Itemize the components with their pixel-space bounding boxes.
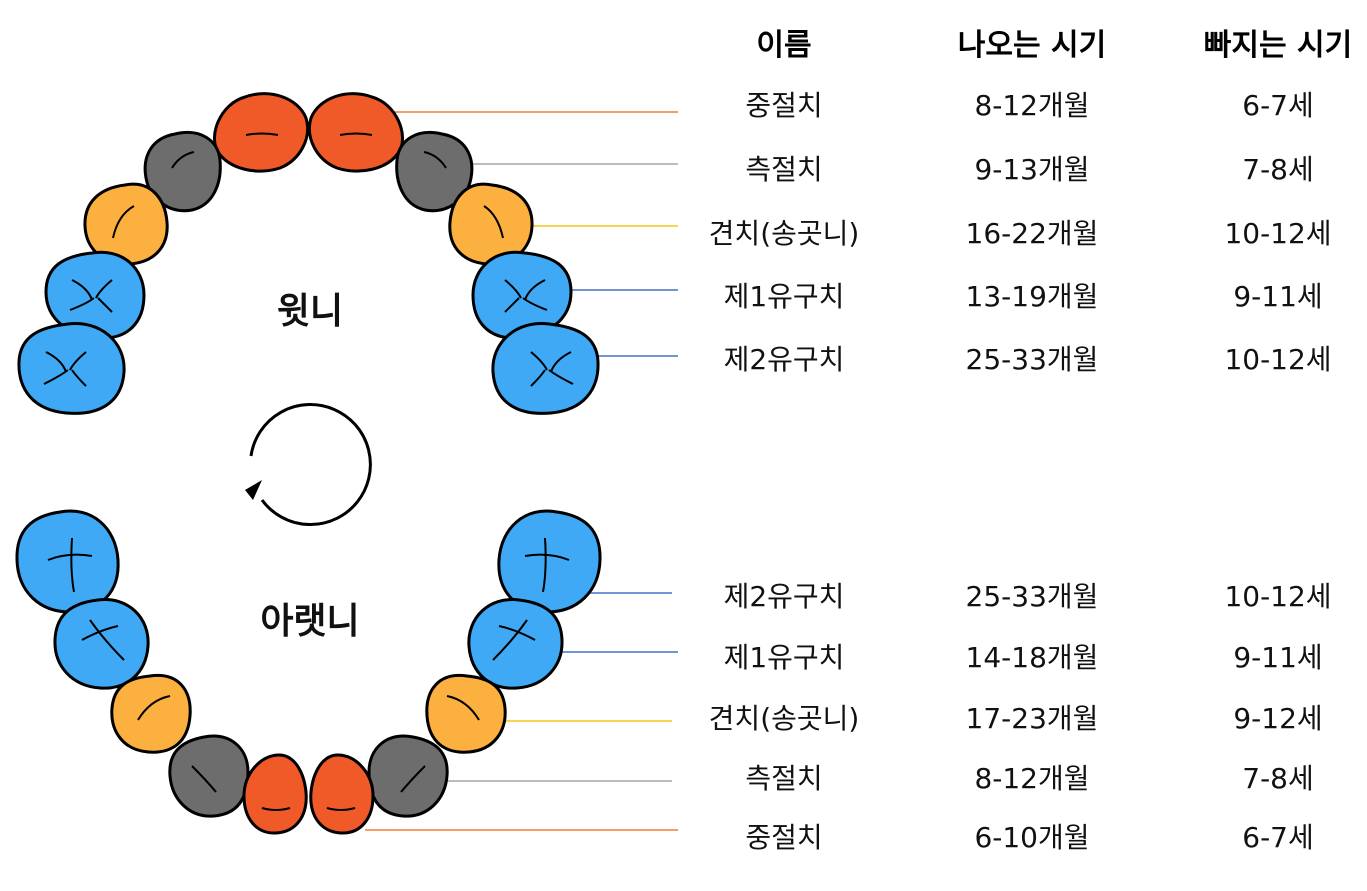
upper-erupt-1: 9-13개월 bbox=[974, 153, 1090, 186]
lower-erupt-3: 8-12개월 bbox=[974, 762, 1090, 795]
header-erupt: 나오는 시기 bbox=[957, 28, 1107, 63]
lower-shed-1: 9-11세 bbox=[1233, 641, 1323, 674]
lower-first-molar-right bbox=[467, 598, 564, 690]
lower-shed-3: 7-8세 bbox=[1242, 762, 1314, 795]
upper-erupt-3: 13-19개월 bbox=[965, 280, 1099, 313]
lower-shed-0: 10-12세 bbox=[1224, 580, 1332, 613]
lower-shed-4: 6-7세 bbox=[1242, 821, 1314, 854]
lower-erupt-4: 6-10개월 bbox=[974, 821, 1090, 854]
lower-name-4: 중절치 bbox=[745, 821, 823, 854]
upper-shed-0: 6-7세 bbox=[1242, 89, 1314, 122]
upper-erupt-0: 8-12개월 bbox=[974, 89, 1090, 122]
lower-lateral-incisor-right bbox=[367, 734, 449, 818]
upper-name-3: 제1유구치 bbox=[723, 280, 845, 313]
upper-shed-2: 10-12세 bbox=[1224, 217, 1332, 250]
upper-erupt-4: 25-33개월 bbox=[965, 343, 1099, 376]
lower-second-molar-left bbox=[15, 509, 120, 614]
header-shed: 빠지는 시기 bbox=[1203, 28, 1353, 63]
lower-name-0: 제2유구치 bbox=[723, 580, 845, 613]
lower-first-molar-left bbox=[53, 598, 150, 690]
lower-canine-right bbox=[425, 673, 507, 754]
upper-jaw-label: 윗니 bbox=[276, 291, 344, 332]
lower-jaw bbox=[15, 509, 602, 835]
lower-erupt-0: 25-33개월 bbox=[965, 580, 1099, 613]
upper-shed-4: 10-12세 bbox=[1224, 343, 1332, 376]
upper-lateral-incisor-left bbox=[143, 131, 222, 213]
lower-shed-2: 9-12세 bbox=[1233, 702, 1323, 735]
lower-tooth-marks bbox=[47, 537, 570, 811]
lower-central-incisor-left bbox=[242, 753, 308, 835]
upper-central-incisor-left bbox=[212, 92, 309, 173]
upper-name-2: 견치(송곳니) bbox=[708, 217, 860, 250]
rotation-arrow-icon bbox=[245, 403, 372, 527]
upper-shed-3: 9-11세 bbox=[1233, 280, 1323, 313]
lower-central-incisor-right bbox=[309, 753, 375, 835]
upper-lateral-incisor-right bbox=[395, 131, 474, 213]
upper-name-4: 제2유구치 bbox=[723, 343, 845, 376]
lower-second-molar-right bbox=[497, 509, 602, 614]
lower-leader-lines bbox=[365, 592, 678, 831]
header-name: 이름 bbox=[756, 28, 812, 63]
upper-name-0: 중절치 bbox=[745, 89, 823, 122]
lower-canine-left bbox=[110, 673, 192, 754]
lower-lateral-incisor-left bbox=[168, 734, 250, 818]
upper-leader-lines bbox=[385, 111, 678, 357]
lower-erupt-1: 14-18개월 bbox=[965, 641, 1099, 674]
upper-name-1: 측절치 bbox=[745, 153, 823, 186]
lower-name-2: 견치(송곳니) bbox=[708, 702, 860, 735]
lower-name-3: 측절치 bbox=[745, 762, 823, 795]
upper-shed-1: 7-8세 bbox=[1242, 153, 1314, 186]
lower-erupt-2: 17-23개월 bbox=[965, 702, 1099, 735]
upper-erupt-2: 16-22개월 bbox=[965, 217, 1099, 250]
lower-jaw-label: 아랫니 bbox=[260, 601, 360, 642]
upper-central-incisor-right bbox=[308, 92, 405, 173]
upper-jaw bbox=[17, 92, 600, 415]
lower-name-1: 제1유구치 bbox=[723, 641, 845, 674]
upper-tooth-marks bbox=[43, 132, 574, 387]
